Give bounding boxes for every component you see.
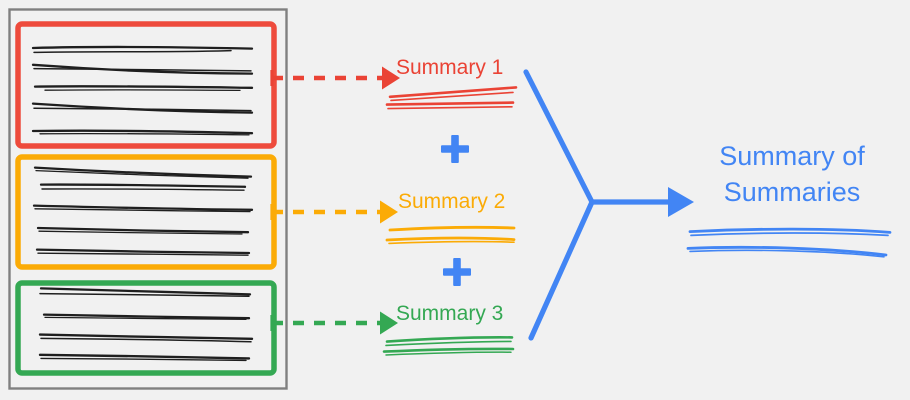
- plus-operator-2: [443, 258, 471, 286]
- summary-1-label: Summary 1: [396, 56, 504, 79]
- dashed-arrow-orange: [270, 200, 398, 224]
- summary-2-scribble: [385, 225, 516, 245]
- source-document-container: [8, 8, 288, 390]
- merge-line-top: [523, 69, 595, 205]
- chunk-red-text-lines: [31, 45, 254, 136]
- chunk-red-border: [15, 21, 277, 149]
- arrowhead-red: [382, 66, 400, 90]
- arrowhead-blue: [668, 187, 694, 217]
- document-chunk-red[interactable]: [15, 21, 277, 149]
- dashed-arrow-red: [270, 66, 400, 90]
- merge-line-bottom: [528, 199, 595, 341]
- arrowhead-orange: [380, 200, 398, 224]
- dashed-arrow-green: [270, 311, 398, 335]
- chunk-green-border: [15, 280, 277, 376]
- arrowhead-green: [380, 311, 398, 335]
- chunk-green-text-lines: [38, 287, 254, 362]
- summary-3-scribble: [382, 336, 515, 356]
- summary-3-label: Summary 3: [396, 302, 504, 325]
- final-summary-scribble: [686, 227, 892, 258]
- final-label-line-1: Summary of: [719, 141, 865, 171]
- summary-1-scribble: [385, 86, 518, 110]
- plus-operator-1: [441, 135, 469, 163]
- chunk-orange-text-lines: [32, 166, 254, 256]
- document-chunk-green[interactable]: [15, 280, 277, 376]
- merge-connector: [523, 69, 694, 341]
- summary-of-summaries-label: Summary of Summaries: [702, 138, 882, 210]
- summary-2-label: Summary 2: [398, 190, 506, 213]
- final-label-line-2: Summaries: [723, 177, 861, 207]
